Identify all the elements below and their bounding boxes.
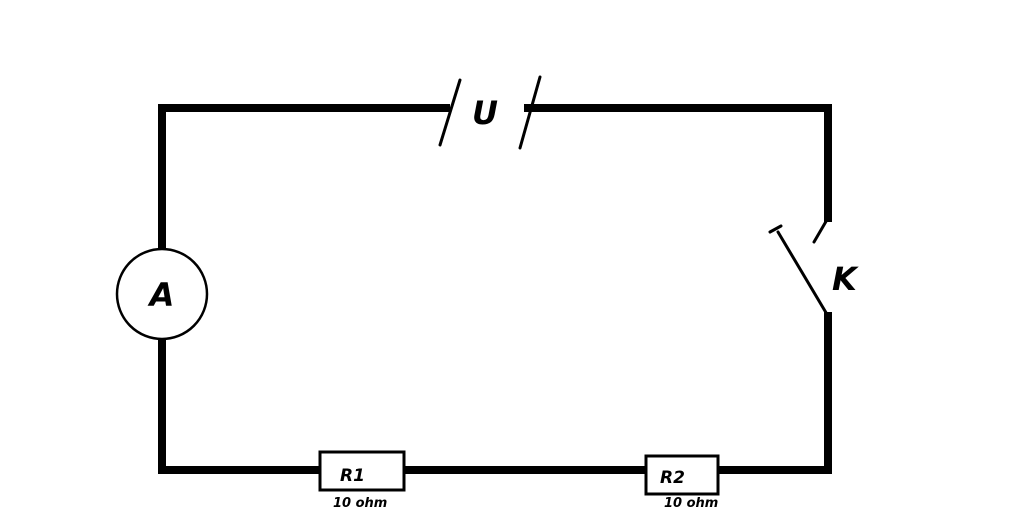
resistor-r2-value: 10 ohm [664, 496, 718, 511]
battery-plate-left [438, 78, 462, 147]
resistor-r1-label: R1 [340, 466, 365, 486]
resistor-r2 [644, 454, 720, 496]
switch-blade [776, 230, 830, 318]
ammeter-symbol [115, 247, 209, 341]
switch-blade-tip [768, 224, 783, 234]
battery-plate-right [518, 75, 542, 150]
resistor-r2-label: R2 [660, 468, 685, 488]
resistor-r1 [318, 450, 406, 492]
switch-label: K [832, 260, 859, 298]
switch-symbol [768, 216, 830, 318]
battery-symbol [438, 75, 542, 150]
switch-contact [812, 216, 830, 244]
resistor-r1-value: 10 ohm [333, 496, 387, 511]
ammeter-label: A [147, 276, 175, 314]
battery-label: U [472, 94, 498, 132]
